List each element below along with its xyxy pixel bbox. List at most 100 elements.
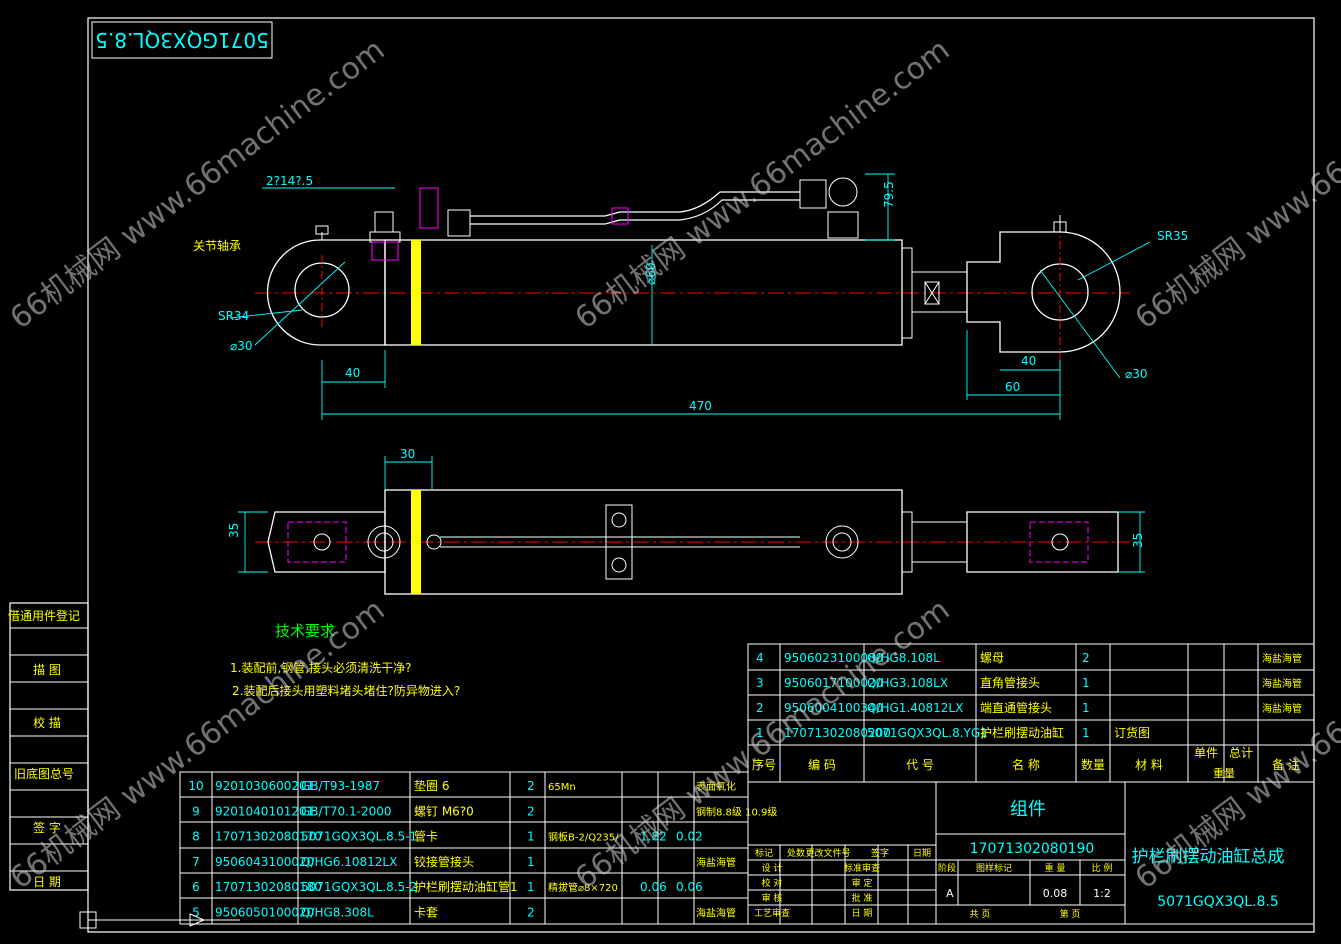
top-view-labels: 30 35 35 <box>227 447 1145 548</box>
parts-left-cell: 65Mn <box>548 782 576 793</box>
dim-35-right-label: 35 <box>1131 533 1145 548</box>
dim-60-label: 60 <box>1005 380 1020 394</box>
sheet-total: 共 页 <box>970 909 991 920</box>
title-hdr: 日期 <box>913 848 931 859</box>
parts-right-cell: 2 <box>1082 651 1090 665</box>
parts-left-cell: 2 <box>527 804 535 818</box>
side-label: 校 描 <box>33 715 61 730</box>
parts-right-cell: Q/HG1.40812LX <box>867 701 963 715</box>
side-label: 描 图 <box>33 663 61 677</box>
parts-right-cell: 17071302080200 <box>784 726 891 740</box>
parts-right-cell: 直角管接头 <box>980 675 1040 690</box>
parts-left-cell: 5071GQX3QL.8.5-2 <box>301 880 417 894</box>
parts-left-cell: Q/HG8.308L <box>301 906 374 920</box>
parts-left-cell: 10 <box>188 779 203 793</box>
parts-right-cell: 护栏刷摆动油缸 <box>980 725 1064 740</box>
parts-header-cell: 代 号 <box>906 758 934 772</box>
sr35-label: SR35 <box>1157 229 1188 243</box>
parts-left-cell: 0.02 <box>676 830 703 844</box>
parts-right-cell: Q/HG8.108L <box>867 651 940 665</box>
dim-30-label: 30 <box>400 447 415 461</box>
parts-header-cell: 数量 <box>1081 757 1105 772</box>
parts-left-cell: 铰接管接头 <box>414 854 474 869</box>
title-left-row: 审 核 <box>762 892 783 904</box>
parts-header-cell: 序号 <box>752 757 776 772</box>
parts-table-left <box>179 771 749 925</box>
parts-left-cell: 护栏刷摆动油缸管1 <box>414 879 518 894</box>
parts-header-cell: 单件 <box>1194 746 1218 760</box>
side-label: 签 字 <box>33 820 61 835</box>
watermark-text: 66机械网 www.66machine.com <box>4 32 391 336</box>
watermark-text: 66机械网 www.66machine.com <box>4 592 391 896</box>
parts-header-cell: 编 码 <box>808 757 836 772</box>
side-label: 借通用件登记 <box>8 608 80 623</box>
parts-right-cell: 海盐海管 <box>1262 652 1302 665</box>
stage-value: A <box>946 887 954 900</box>
dim-40-left-label: 40 <box>345 366 360 380</box>
title-mid-row: 审 定 <box>852 877 873 889</box>
stage-hdr: 图样标记 <box>976 862 1012 874</box>
top-view-dimensions <box>238 456 1145 573</box>
parts-left-cell: 9201030600201 <box>215 779 314 793</box>
assembly-type: 组件 <box>1010 799 1046 820</box>
parts-right-cell: 海盐海管 <box>1262 702 1302 715</box>
assembly-code: 17071302080190 <box>970 841 1095 857</box>
drawing-code-top: 5071GQX3QL.8.5 <box>95 28 269 52</box>
parts-right-cell: 5071GQX3QL.8.YG1 <box>867 726 988 740</box>
assembly-drawing-no: 5071GQX3QL.8.5 <box>1157 894 1279 910</box>
dim-79-5-label: 79.5 <box>882 181 896 208</box>
parts-right-cell: 端直通管接头 <box>980 700 1052 715</box>
parts-left-cell: GB/T70.1-2000 <box>301 804 392 818</box>
parts-left-cell: 1 <box>527 830 535 844</box>
parts-left-cell: 8 <box>192 830 200 844</box>
parts-left-cell: 精拔管⌀8×720 <box>548 881 618 894</box>
parts-left-cell: 钢制8.8级 10.9级 <box>696 805 777 818</box>
parts-left-cell: 2 <box>527 906 535 920</box>
parts-right-cell: 海盐海管 <box>1262 677 1302 690</box>
parts-left-cell: GB/T93-1987 <box>301 779 380 793</box>
parts-left-cell: 海盐海管 <box>696 856 736 869</box>
parts-left-cell: 9506043100020 <box>215 855 314 869</box>
parts-left-cell: 2 <box>527 779 535 793</box>
parts-right-cell: 9506017100020 <box>784 676 883 690</box>
parts-left-cell: 钢板B-2/Q235/ <box>548 831 619 844</box>
notes-line2: 2.装配后接头用塑料堵头堵住?防异物进入? <box>232 683 460 698</box>
front-view <box>255 177 1130 365</box>
parts-right-cell: 1 <box>1082 726 1090 740</box>
front-view-labels: 关节轴承 SR34 ⌀30 2?14?.5 79.5 ⌀60 SR35 ⌀30 … <box>193 174 1188 413</box>
bearing-label: 关节轴承 <box>193 238 241 253</box>
parts-right-cell: 订货图 <box>1114 725 1150 740</box>
parts-left-cell: 6 <box>192 880 200 894</box>
title-block <box>747 781 1315 925</box>
parts-header-cell: 名 称 <box>1012 757 1040 772</box>
parts-left-cell: Q/HG6.10812LX <box>301 855 397 869</box>
watermark-text: 66机械网 www.66machine.com <box>569 32 956 336</box>
parts-right-cell: 1 <box>756 726 764 740</box>
parts-right-cell: 9506004100340 <box>784 701 883 715</box>
top-view <box>255 489 1130 595</box>
parts-left-cell: 海盐海管 <box>696 907 736 920</box>
drawing-code-box: 5071GQX3QL.8.5 <box>91 21 273 59</box>
parts-right-cell: 9506023100080 <box>784 651 883 665</box>
parts-right-cell: Q/HG3.108LX <box>867 676 948 690</box>
side-labels <box>10 627 88 872</box>
dim-35-left-label: 35 <box>227 523 241 538</box>
assembly-name: 护栏刷摆动油缸总成 <box>1132 846 1285 867</box>
dia-rod-label: ⌀60 <box>644 263 658 286</box>
parts-right-cell: 3 <box>756 676 764 690</box>
side-label-texts: 借通用件登记 描 图 校 描 旧底图总号 签 字 日 期 <box>8 608 80 889</box>
parts-header-cell: 总计 <box>1229 746 1253 760</box>
parts-left-cell: 表面氧化 <box>696 780 736 793</box>
parts-left-cell: 管卡 <box>414 829 438 844</box>
parts-left-cell: 1.82 <box>640 830 667 844</box>
parts-left-cell: 卡套 <box>414 906 438 920</box>
parts-left-cell: 1 <box>527 855 535 869</box>
ucs-icon <box>79 760 240 930</box>
title-mid-row: 日 期 <box>852 908 873 919</box>
dim-40-right-label: 40 <box>1021 354 1036 368</box>
parts-left-cell: 垫圈 6 <box>414 778 449 793</box>
sheet-index: 第 页 <box>1060 908 1081 920</box>
weight-value: 0.08 <box>1043 887 1068 900</box>
